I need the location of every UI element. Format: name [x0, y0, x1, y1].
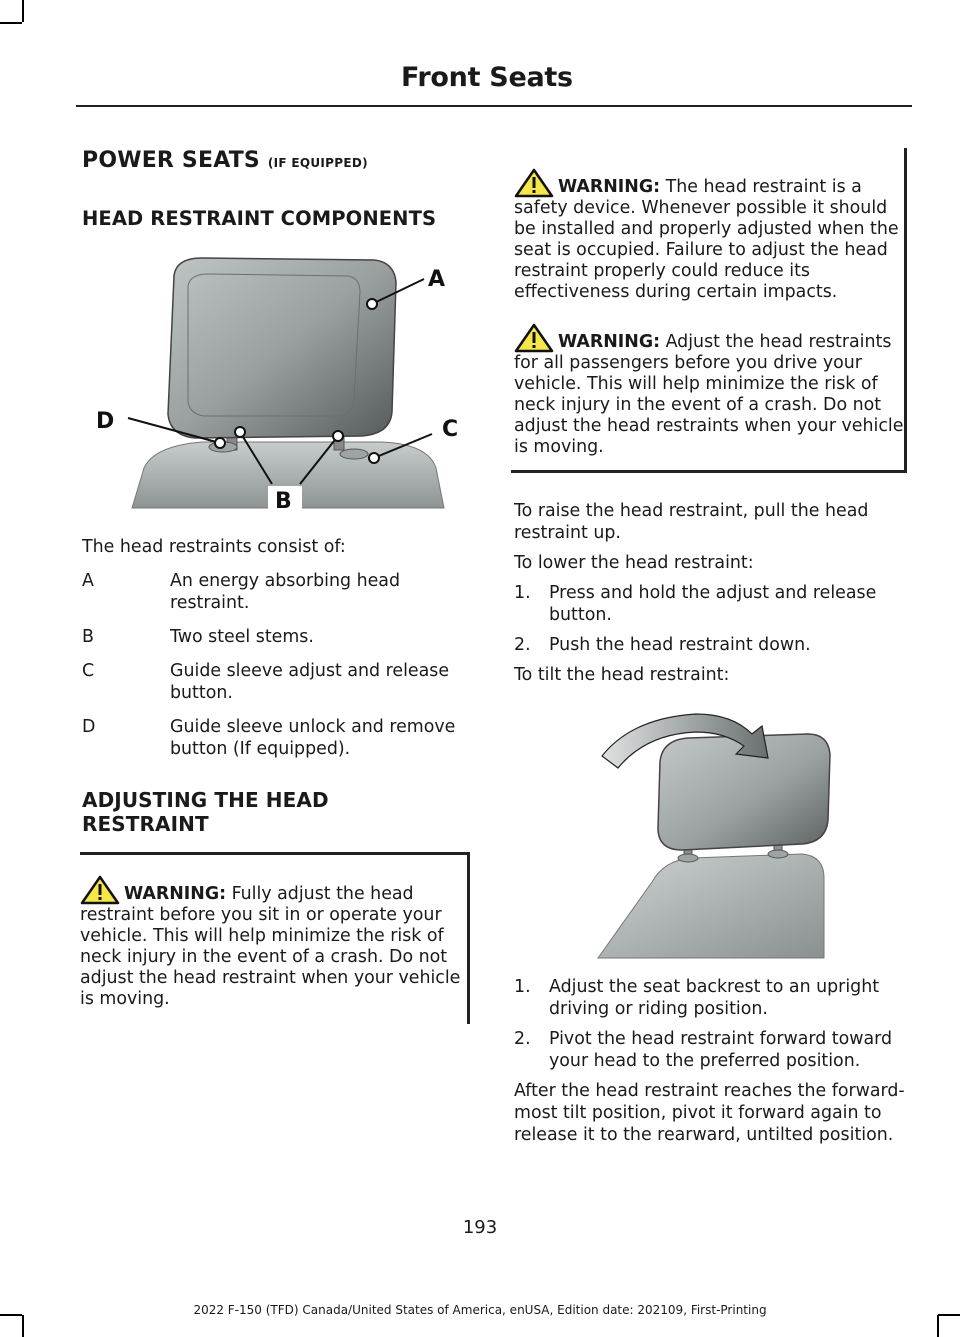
label-d: D: [96, 409, 114, 434]
list-number: 1.: [514, 583, 531, 603]
header-divider: [76, 105, 912, 107]
legend-row: A An energy absorbing head restraint.: [82, 570, 474, 614]
warning-paragraph: WARNING: The head restraint is a safety …: [514, 168, 904, 303]
subsection-title: HEAD RESTRAINT COMPONENTS: [82, 207, 437, 230]
legend-row: B Two steel stems.: [82, 626, 474, 648]
adjust-section-title: ADJUSTING THE HEAD RESTRAINT: [82, 788, 329, 836]
warning-text: Fully adjust the head restraint before y…: [80, 884, 461, 1009]
warning-label: WARNING:: [558, 332, 661, 352]
legend-row: C Guide sleeve adjust and release button…: [82, 660, 474, 704]
crop-mark: [938, 1314, 960, 1316]
tilt-arrow-icon: [601, 713, 769, 769]
crop-mark: [22, 0, 24, 22]
head-restraint-illustration: A D C B: [96, 257, 458, 514]
list-number: 2.: [514, 1029, 531, 1049]
raise-instructions: To raise the head restraint, pull the he…: [514, 501, 869, 543]
label-b-backdrop: [268, 486, 302, 514]
legend-text: An energy absorbing head restraint.: [170, 571, 400, 613]
warning-text: The head restraint is a safety device. W…: [514, 177, 899, 302]
figure-tilt-head-restraint: [592, 710, 902, 960]
warning-text: Adjust the head restraints for all passe…: [514, 332, 904, 457]
page-header-title: Front Seats: [401, 62, 573, 93]
list-text: Push the head restraint down.: [549, 635, 811, 655]
list-number: 2.: [514, 635, 531, 655]
closing-paragraph: After the head restraint reaches the for…: [514, 1081, 905, 1145]
list-item: 1. Adjust the seat backrest to an uprigh…: [514, 976, 910, 1020]
list-text: Pivot the head restraint forward toward …: [549, 1029, 893, 1071]
label-c: C: [442, 417, 458, 442]
warning-triangle-icon: [514, 323, 554, 353]
tilt-illustration: [597, 713, 831, 959]
legend-text: Two steel stems.: [170, 627, 314, 647]
legend-row: D Guide sleeve unlock and remove button …: [82, 716, 474, 760]
section-title: POWER SEATS (IF EQUIPPED): [82, 148, 368, 173]
edition-line: 2022 F-150 (TFD) Canada/United States of…: [193, 1303, 767, 1317]
tilt-intro: To tilt the head restraint:: [514, 665, 730, 685]
list-number: 1.: [514, 977, 531, 997]
list-item: 1. Press and hold the adjust and release…: [514, 582, 910, 626]
warning-triangle-icon: [514, 168, 554, 198]
lower-steps-list: 1. Press and hold the adjust and release…: [514, 582, 910, 656]
crop-mark: [0, 22, 22, 24]
warning-triangle-icon: [80, 875, 120, 905]
page-number: 193: [462, 1217, 498, 1238]
warning-label: WARNING:: [558, 177, 661, 197]
crop-mark: [937, 1315, 939, 1337]
legend-text: Guide sleeve unlock and remove button (I…: [170, 717, 456, 759]
crop-mark: [22, 1315, 24, 1337]
label-a: A: [428, 267, 445, 292]
label-b: B: [275, 489, 292, 514]
warning-box-left: WARNING: Fully adjust the head restraint…: [80, 852, 470, 1024]
section-qualifier: (IF EQUIPPED): [267, 156, 368, 170]
legend-key: B: [82, 627, 94, 647]
legend-key: A: [82, 571, 94, 591]
list-item: 2. Pivot the head restraint forward towa…: [514, 1028, 910, 1072]
warning-box-right: WARNING: The head restraint is a safety …: [511, 148, 907, 473]
lower-intro: To lower the head restraint:: [514, 553, 754, 573]
tilt-steps-list: 1. Adjust the seat backrest to an uprigh…: [514, 976, 910, 1072]
crop-mark: [0, 1314, 22, 1316]
warning-paragraph: WARNING: Fully adjust the head restraint…: [80, 875, 467, 1010]
section-title-text: POWER SEATS: [82, 148, 260, 173]
legend-text: Guide sleeve adjust and release button.: [170, 661, 450, 703]
legend-key: D: [82, 717, 96, 737]
warning-paragraph: WARNING: Adjust the head restraints for …: [514, 323, 904, 458]
list-item: 2. Push the head restraint down.: [514, 634, 910, 656]
list-text: Press and hold the adjust and release bu…: [549, 583, 877, 625]
legend-key: C: [82, 661, 95, 681]
figure-head-restraint-components: A D C B: [92, 246, 472, 514]
list-text: Adjust the seat backrest to an upright d…: [549, 977, 880, 1019]
components-legend: A An energy absorbing head restraint. B …: [82, 570, 474, 772]
components-intro: The head restraints consist of:: [82, 537, 346, 557]
warning-label: WARNING:: [124, 884, 227, 904]
